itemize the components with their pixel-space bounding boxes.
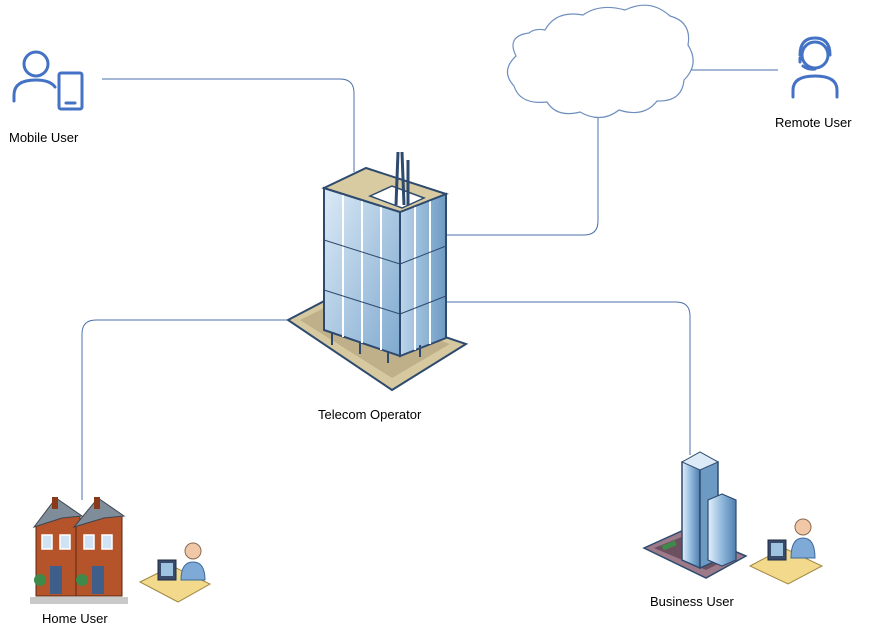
headset-user-icon	[791, 36, 839, 99]
desk-worker-icon	[748, 518, 824, 585]
mobile-user-icon	[12, 50, 84, 111]
office-tower-icon	[286, 151, 469, 392]
skyscraper-icon	[642, 451, 748, 579]
connector-cloud-to-operator	[446, 118, 599, 236]
business-user-label: Business User	[650, 594, 734, 609]
connector-mobile-to-operator	[102, 78, 355, 172]
connector-operator-to-home	[81, 319, 290, 500]
telecom-operator-label: Telecom Operator	[318, 407, 422, 422]
mobile-user-label: Mobile User	[9, 130, 79, 145]
connector-lines	[81, 69, 778, 500]
houses-icon	[30, 497, 128, 604]
remote-user-label: Remote User	[775, 115, 852, 130]
desk-worker-icon	[138, 542, 212, 603]
home-user-label: Home User	[42, 611, 108, 626]
connector-operator-to-business	[446, 301, 691, 455]
cloud-icon	[506, 4, 694, 119]
